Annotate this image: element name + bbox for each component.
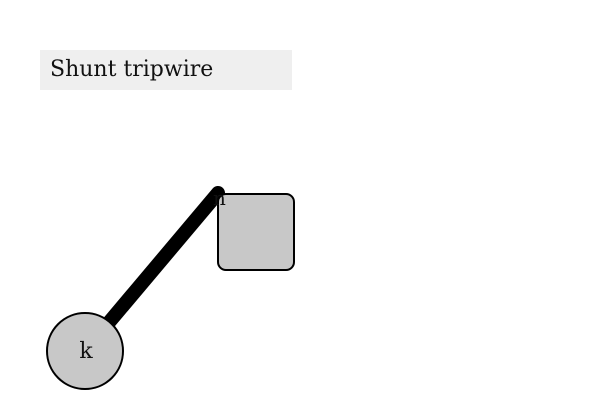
square-node[interactable]: n bbox=[213, 186, 295, 271]
puzzle-title: Shunt tripwire bbox=[40, 50, 292, 90]
tripwire-connector[interactable] bbox=[93, 186, 225, 340]
square-node-label: n bbox=[213, 186, 226, 210]
circle-node-shape[interactable] bbox=[46, 312, 124, 390]
circle-node[interactable]: k bbox=[46, 312, 124, 390]
square-node-shape[interactable] bbox=[217, 193, 295, 271]
circle-node-label: k bbox=[79, 339, 93, 364]
